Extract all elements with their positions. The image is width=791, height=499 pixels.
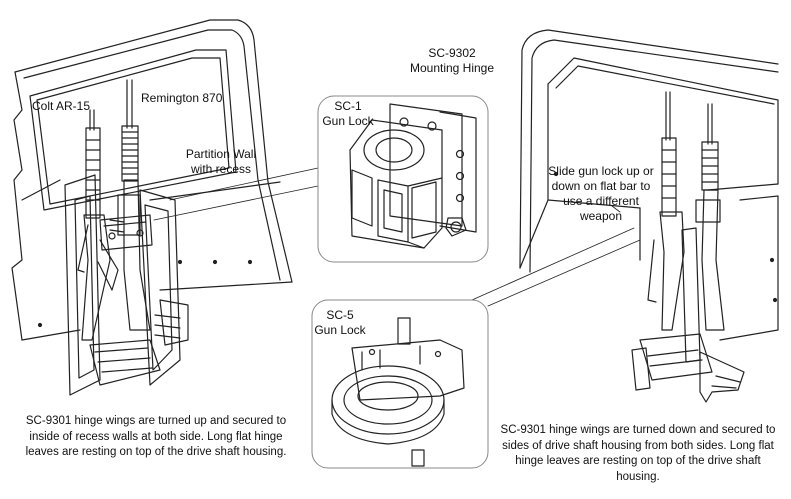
- colt-ar15-rifle: [77, 109, 119, 341]
- label-slide-line4: weapon: [579, 209, 623, 223]
- label-remington-870: Remington 870: [141, 91, 223, 105]
- label-sc5: SC-5 Gun Lock: [310, 308, 370, 338]
- label-colt-ar15: Colt AR-15: [32, 99, 91, 113]
- label-sc1-line2: Gun Lock: [322, 114, 374, 128]
- label-sc9302-line1: SC-9302: [428, 46, 476, 60]
- left-illustration: [11, 19, 293, 396]
- caption-right-line3: hinge leaves are resting on top of the d…: [515, 455, 761, 467]
- right-shotgun: [695, 103, 725, 331]
- caption-left-line2: inside of recess walls at both side. Lon…: [29, 430, 283, 443]
- caption-left: SC-9301 hinge wings are turned up and se…: [6, 414, 306, 461]
- label-sc5-line2: Gun Lock: [314, 323, 366, 337]
- label-slide-line2: down on flat bar to: [551, 179, 651, 193]
- label-partition-wall: Partition Wall with recess: [166, 147, 276, 177]
- label-partition-wall-line1: Partition Wall: [185, 147, 257, 161]
- label-partition-wall-line2: with recess: [190, 162, 252, 176]
- sc5-detail-panel: [311, 299, 489, 469]
- sc5-gun-lock: [331, 317, 465, 467]
- label-slide-line3: use a different: [563, 194, 639, 208]
- caption-right-line1: SC-9301 hinge wings are turned down and …: [500, 424, 776, 436]
- caption-right-line2: sides of drive shaft housing from both s…: [502, 439, 774, 452]
- right-hinge-assembly: [631, 227, 745, 403]
- label-sc9302-line2: Mounting Hinge: [409, 61, 495, 75]
- label-sc5-line1: SC-5: [326, 308, 354, 322]
- left-mount-bracket: [99, 214, 153, 251]
- label-sc1-line1: SC-1: [334, 99, 362, 113]
- label-slide-line1: Slide gun lock up or: [548, 164, 654, 178]
- caption-left-line3: leaves are resting on top of the drive s…: [25, 446, 287, 458]
- caption-left-line1: SC-9301 hinge wings are turned up and se…: [25, 415, 287, 427]
- sc1-detail-panel: [317, 95, 489, 263]
- sc1-gun-lock: [349, 119, 443, 249]
- right-rifle: [647, 91, 685, 331]
- label-sc9302: SC-9302 Mounting Hinge: [402, 46, 502, 76]
- right-illustration: [519, 29, 779, 403]
- leader-lines: [153, 167, 641, 307]
- left-partition-wall: [11, 19, 293, 341]
- label-slide-instruction: Slide gun lock up or down on flat bar to…: [536, 164, 666, 224]
- sc9302-mounting-hinge: [389, 103, 477, 237]
- caption-right: SC-9301 hinge wings are turned down and …: [488, 423, 788, 485]
- right-partition-wall: [519, 29, 779, 341]
- caption-right-line4: housing.: [616, 470, 660, 483]
- label-sc1: SC-1 Gun Lock: [318, 99, 378, 129]
- left-hinge-wings: [64, 174, 189, 396]
- remington-870-shotgun: [109, 79, 151, 331]
